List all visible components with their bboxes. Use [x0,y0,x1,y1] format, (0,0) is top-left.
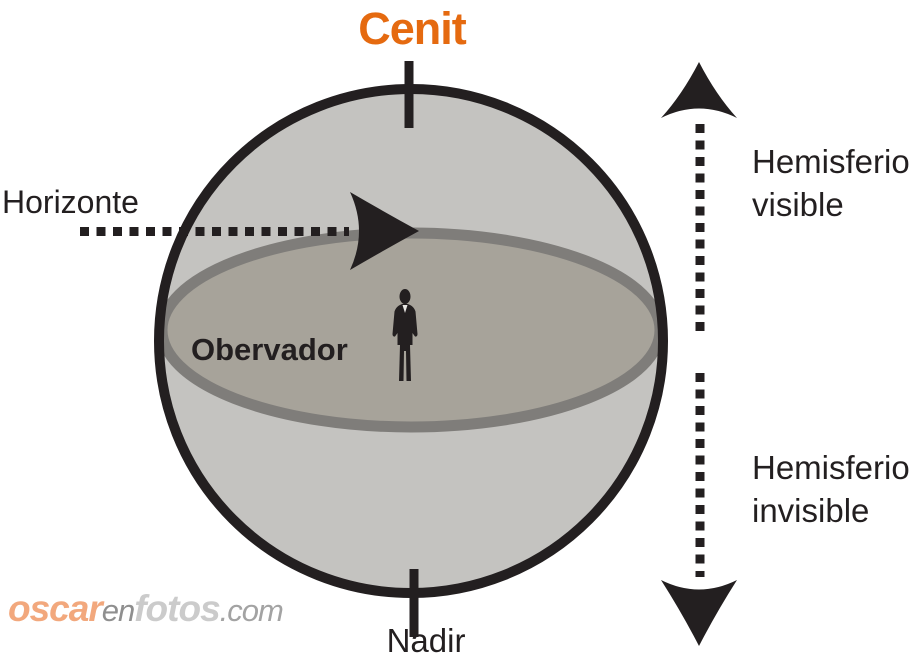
up-arrow-icon [661,62,737,336]
watermark-com: .com [219,593,284,628]
visible-hemisphere-line1: Hemisferio [752,143,910,180]
visible-hemisphere-label: Hemisferio visible [752,140,910,226]
person-silhouette-icon [392,289,418,381]
invisible-hemisphere-label: Hemisferio invisible [752,446,910,532]
zenith-tick-mark [404,61,414,128]
invisible-hemisphere-line2: invisible [752,492,870,529]
nadir-tick-mark [409,569,419,637]
watermark-en: en [101,593,135,628]
horizon-arrowhead [350,192,419,270]
invisible-hemisphere-line1: Hemisferio [752,449,910,486]
nadir-label: Nadir [386,622,466,659]
watermark-fotos: fotos [134,588,220,629]
up-arrowhead [661,62,737,118]
watermark-oscar: oscar [8,588,103,629]
zenith-label: Cenit [358,3,466,54]
horizon-label: Horizonte [2,184,139,220]
right-arrow-icon [80,192,419,270]
observer-label: Obervador [191,332,348,367]
down-arrow-icon [661,373,737,646]
visible-hemisphere-line2: visible [752,186,844,223]
watermark-logo: oscarenfotos.com [8,588,284,630]
down-arrowhead [661,580,737,646]
